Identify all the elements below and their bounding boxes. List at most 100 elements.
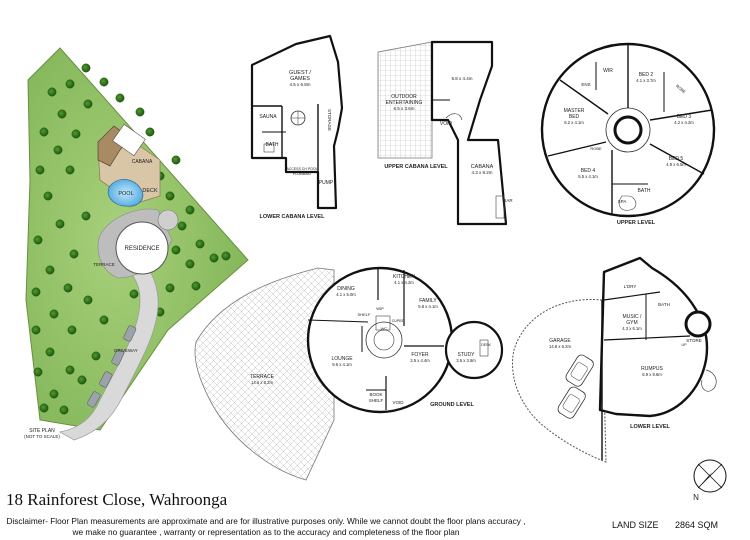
uc-outdoor-dims: 6.5 x 3.6m — [393, 106, 414, 111]
site-tree — [45, 265, 55, 275]
gl-desk-label: DESK — [481, 343, 491, 347]
gl-dining-label: DINING — [337, 286, 355, 292]
site-tree — [191, 281, 201, 291]
site-tree — [65, 165, 75, 175]
lc-access-label-2: PLUMBING — [293, 172, 312, 176]
upper-cabana-level-label: UPPER CABANA LEVEL — [384, 164, 448, 170]
gl-study-dims: 3.6 x 3.6m — [456, 358, 476, 363]
disclaimer: Disclaimer- Floor Plan measurements are … — [6, 516, 526, 538]
disclaimer-line-2: we make no guarantee , warranty or repre… — [72, 527, 460, 537]
ul-bed3-label: BED 3 — [677, 114, 692, 120]
ul-spa-label: SPA — [618, 199, 627, 204]
site-tree — [135, 107, 145, 117]
gl-dining-dims: 4.1 x 5.0m — [336, 292, 356, 297]
site-residence-label: RESIDENCE — [124, 246, 159, 252]
uc-void-label: VOID — [440, 121, 453, 127]
site-tree — [165, 283, 175, 293]
gl-lounge-label: LOUNGE — [331, 356, 353, 362]
ground-level-plan: KITCHEN 4.1 x 4.2m DINING 4.1 x 5.0m FAM… — [194, 266, 504, 481]
site-tree — [69, 249, 79, 259]
uc-cabana-label: CABANA — [471, 164, 494, 170]
ul-master-label-2: BED — [569, 114, 580, 120]
site-tree — [47, 87, 57, 97]
ul-bed3-dims: 4.2 x 4.2m — [674, 120, 694, 125]
gl-kitchen-dims: 4.1 x 4.2m — [394, 280, 414, 285]
lc-storage-label: STORAGE — [327, 109, 332, 131]
site-tree — [59, 405, 69, 415]
ground-level-label: GROUND LEVEL — [430, 402, 474, 408]
uc-outdoor-label-2: ENTERTAINING — [386, 100, 423, 106]
gl-wip-label: WIP — [376, 306, 384, 311]
ul-wir-label: WIR — [603, 68, 613, 74]
uc-outdoor-deck — [377, 41, 433, 159]
site-tree — [165, 191, 175, 201]
site-deck-label: DECK — [142, 188, 158, 194]
ll-rumpus-dims: 6.9 x 9.6m — [642, 372, 662, 377]
site-tree — [67, 325, 77, 335]
upper-level-stair-core — [613, 115, 643, 145]
site-tree — [129, 289, 139, 299]
gl-terrace-label: TERRACE — [250, 374, 275, 380]
lc-guest-label-2: GAMES — [290, 76, 310, 82]
site-tree — [91, 351, 101, 361]
site-pool — [107, 179, 144, 207]
site-tree — [33, 235, 43, 245]
gl-book-label: BOOK — [369, 392, 382, 397]
site-plan: CABANA POOL DECK RESIDENCE TERRACE DRIVE… — [24, 47, 249, 441]
uc-cabana-dims: 4.3 x 8.2m — [471, 170, 492, 175]
lc-sauna-label: SAUNA — [259, 114, 277, 120]
site-car — [123, 325, 137, 342]
lc-pump-label: PUMP — [319, 180, 334, 186]
site-tree — [221, 251, 231, 261]
site-car — [111, 349, 125, 366]
gl-void-label: VOID — [392, 400, 404, 405]
site-tree — [43, 191, 53, 201]
ul-bed2-dims: 4.1 x 3.7m — [636, 78, 656, 83]
site-tree — [99, 77, 109, 87]
gl-family-label: FAMILY — [419, 298, 437, 304]
site-tree — [53, 145, 63, 155]
site-car — [87, 391, 101, 408]
site-driveway-label: DRIVEWAY — [114, 348, 138, 353]
ul-master-dims: 6.2 x 4.1m — [564, 120, 584, 125]
site-tree — [209, 253, 219, 263]
lc-guest-label: GUEST / — [289, 70, 311, 76]
ll-garage-car — [565, 354, 594, 387]
site-tree — [55, 219, 65, 229]
gl-foyer-label: FOYER — [411, 352, 429, 358]
gl-terrace — [194, 267, 335, 481]
site-tree — [177, 221, 187, 231]
site-tree — [65, 79, 75, 89]
site-tree — [83, 99, 93, 109]
ll-up-label: UP — [682, 343, 688, 347]
uc-top-dims: 8.8 x 4.4m — [451, 76, 472, 81]
ll-bath-label: BATH — [658, 302, 670, 307]
site-tree — [115, 93, 125, 103]
ll-store-label: STORE — [686, 338, 701, 343]
site-plan-caption: SITE PLAN — [29, 428, 55, 434]
ll-music-label: MUSIC / — [623, 314, 643, 320]
site-plan-subcaption: (NOT TO SCALE) — [24, 434, 60, 439]
ul-robe-label: ROBE — [675, 83, 687, 94]
site-residence — [115, 221, 169, 275]
gl-family-dims: 5.8 x 4.1m — [418, 304, 438, 309]
site-tree — [49, 389, 59, 399]
land-size: LAND SIZE 2864 SQM — [612, 520, 718, 530]
ll-garage-label: GARAGE — [549, 338, 571, 344]
ll-garage-dims: 14.8 x 6.2m — [549, 344, 571, 349]
upper-cabana-outline — [430, 40, 508, 226]
ll-garage-outline — [512, 298, 607, 463]
compass-north-label: N — [693, 493, 699, 502]
land-size-value: 2864 SQM — [675, 520, 719, 530]
gl-study-label: STUDY — [458, 352, 476, 358]
site-tree — [185, 205, 195, 215]
land-size-label: LAND SIZE — [612, 520, 659, 530]
gl-foyer-dims: 3.5 x 4.4m — [410, 358, 430, 363]
lower-cabana-level-plan: GUEST / GAMES 4.5 x 6.8m SAUNA BATH STOR… — [250, 34, 344, 220]
lc-bath-label: BATH — [266, 142, 279, 148]
site-car — [99, 371, 113, 388]
disclaimer-line-1: Disclaimer- Floor Plan measurements are … — [6, 516, 526, 526]
gl-study-outline — [444, 320, 504, 380]
ul-bed5-label: BED 5 — [669, 156, 684, 162]
